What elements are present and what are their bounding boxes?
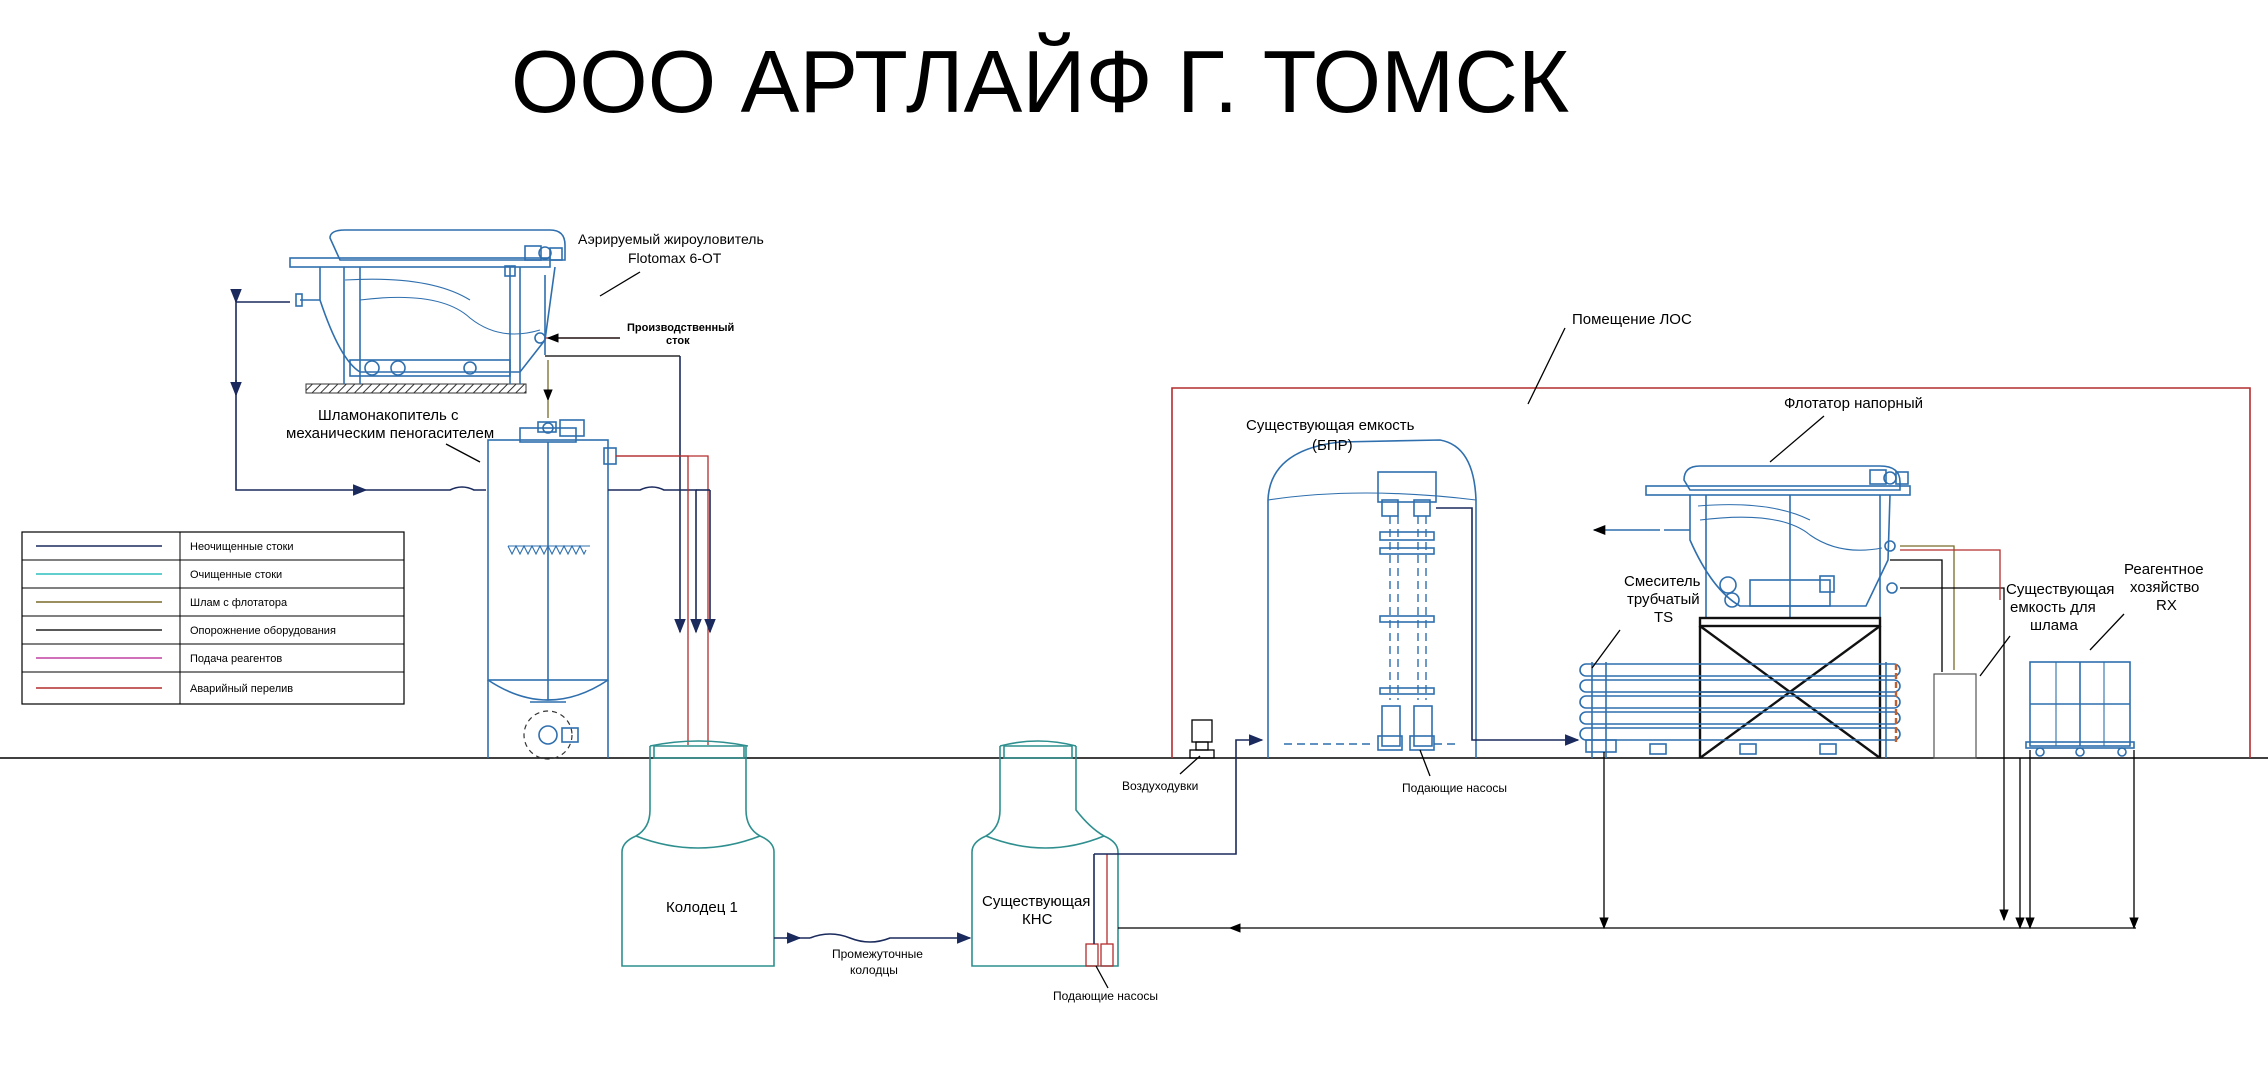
pressure-flotator [1645, 465, 1911, 759]
mixer-label-1: Смеситель [1624, 573, 1701, 590]
legend-label-reagent: Подача реагентов [190, 653, 282, 665]
pressure-flotator-label: Флотатор напорный [1784, 395, 1923, 412]
sludge-tank-label-2: механическим пеногасителем [286, 425, 494, 442]
kns-feed-pumps-label: Подающие насосы [1053, 989, 1158, 1003]
sludge-container-label-2: емкость для [2010, 599, 2096, 616]
intermediate-wells-label-2: колодцы [850, 963, 898, 977]
kns-label-1: Существующая [982, 893, 1090, 910]
grease-trap-label-1: Аэрируемый жироуловитель [578, 231, 764, 247]
blowers-label: Воздуходувки [1122, 779, 1198, 793]
existing-tank-bpr [1267, 439, 1477, 758]
reagent-label-3: RX [2156, 597, 2177, 614]
kns-label-2: КНС [1022, 911, 1053, 928]
legend-label-sludge: Шлам с флотатора [190, 597, 288, 609]
legend-label-drain: Опорожнение оборудования [190, 625, 336, 637]
sludge-tank-label-1: Шламонакопитель с [318, 407, 459, 424]
mixer-label-3: TS [1654, 609, 1673, 626]
los-room-boundary [1171, 387, 2251, 758]
well-1 [621, 740, 775, 967]
sludge-container-label-1: Существующая [2006, 581, 2114, 598]
intermediate-wells-label-1: Промежуточные [832, 947, 923, 961]
well-1-label: Колодец 1 [666, 899, 738, 916]
mixer-label-2: трубчатый [1627, 591, 1700, 608]
existing-kns [971, 740, 1119, 967]
industrial-drain-label-2: сток [666, 335, 690, 347]
reagent-label-1: Реагентное [2124, 561, 2204, 578]
legend: Неочищенные стоки Очищенные стоки Шлам с… [21, 531, 405, 705]
reagent-unit [2025, 661, 2135, 757]
legend-label-treated: Очищенные стоки [190, 569, 282, 581]
tank-feed-pumps-label: Подающие насосы [1402, 781, 1507, 795]
tubular-mixer [1579, 662, 1901, 758]
page-title: ООО АРТЛАЙФ Г. ТОМСК [511, 32, 1569, 131]
sludge-tank [487, 419, 617, 760]
sludge-container [1933, 673, 1977, 759]
los-room-label: Помещение ЛОС [1572, 311, 1692, 328]
existing-tank-label-1: Существующая емкость [1246, 417, 1415, 434]
sludge-container-label-3: шлама [2030, 617, 2078, 634]
existing-tank-label-2: (БПР) [1312, 437, 1353, 454]
blowers [1189, 719, 1215, 759]
grease-trap-unit [289, 229, 680, 394]
legend-label-overflow: Аварийный перелив [190, 683, 293, 695]
legend-label-raw: Неочищенные стоки [190, 541, 294, 553]
reagent-label-2: хозяйство [2130, 579, 2199, 596]
grease-trap-label-2: Flotomax 6-ОТ [628, 250, 722, 266]
industrial-drain-label-1: Производственный [627, 322, 734, 334]
